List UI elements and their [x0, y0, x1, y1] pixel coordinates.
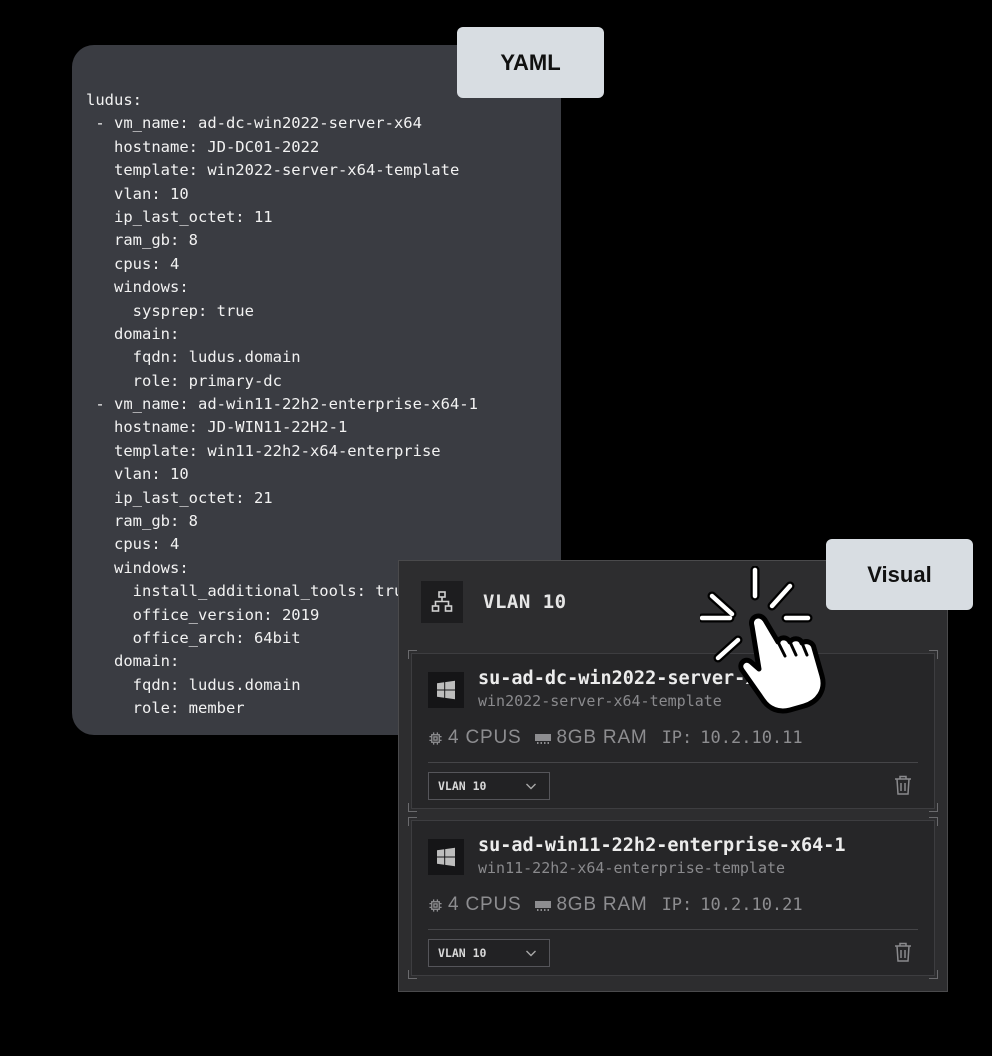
cpu-count: 4 CPUS	[448, 727, 522, 748]
vm-template: win2022-server-x64-template	[478, 692, 722, 710]
yaml-panel: ludus: - vm_name: ad-dc-win2022-server-x…	[72, 45, 561, 735]
yaml-line: vlan: 10	[86, 465, 189, 484]
yaml-line: sysprep: true	[86, 301, 254, 320]
yaml-line: role: member	[86, 699, 245, 718]
yaml-line: role: primary-dc	[86, 371, 282, 390]
ip-label: IP:	[661, 728, 693, 748]
vm-specs: 4 CPUS 8GB RAM IP: 10.2.10.21	[428, 893, 817, 917]
chevron-down-icon	[526, 783, 536, 790]
yaml-line: cpus: 4	[86, 535, 180, 554]
vm-card[interactable]: su-ad-win11-22h2-enterprise-x64-1 win11-…	[408, 817, 938, 979]
card-corner	[408, 650, 417, 659]
cpu-icon	[429, 898, 442, 912]
cpu-count: 4 CPUS	[448, 894, 522, 915]
yaml-line: ludus:	[86, 91, 142, 109]
yaml-code-block: ludus: - vm_name: ad-dc-win2022-server-x…	[86, 89, 478, 721]
yaml-line: fqdn: ludus.domain	[86, 675, 301, 694]
vlan-select[interactable]: VLAN 10	[428, 939, 550, 967]
vlan-select-value: VLAN 10	[438, 946, 487, 960]
yaml-line: template: win2022-server-x64-template	[86, 161, 460, 180]
ip-label: IP:	[661, 895, 693, 915]
yaml-line: domain:	[86, 652, 180, 671]
card-corner	[929, 817, 938, 826]
vm-card[interactable]: su-ad-dc-win2022-server-x64 win2022-serv…	[408, 650, 938, 812]
yaml-line: ip_last_octet: 21	[86, 488, 273, 507]
yaml-line: ram_gb: 8	[86, 512, 198, 531]
yaml-line: office_arch: 64bit	[86, 628, 301, 647]
ip-address: 10.2.10.21	[700, 895, 803, 915]
chevron-down-icon	[526, 950, 536, 957]
yaml-line: hostname: JD-DC01-2022	[86, 137, 320, 156]
network-icon	[421, 581, 463, 623]
windows-logo-icon	[428, 672, 464, 708]
yaml-line: windows:	[86, 278, 189, 297]
pointer-hand-icon	[700, 566, 826, 714]
ram-spec: 8GB RAM	[535, 727, 647, 749]
card-corner	[408, 970, 417, 979]
windows-logo-icon	[428, 839, 464, 875]
ram-icon	[535, 734, 552, 744]
yaml-line: cpus: 4	[86, 254, 180, 273]
ram-spec: 8GB RAM	[535, 894, 647, 916]
yaml-line: hostname: JD-WIN11-22H2-1	[86, 418, 348, 437]
yaml-line: template: win11-22h2-x64-enterprise	[86, 441, 441, 460]
vm-template: win11-22h2-x64-enterprise-template	[478, 859, 786, 877]
vm-name: su-ad-win11-22h2-enterprise-x64-1	[478, 835, 846, 856]
cpu-spec: 4 CPUS	[428, 894, 521, 916]
card-corner	[929, 970, 938, 979]
yaml-tag-label: YAML	[457, 27, 604, 98]
card-corner	[408, 803, 417, 812]
ram-amount: 8GB RAM	[556, 894, 648, 915]
vm-name: su-ad-dc-win2022-server-x64	[478, 668, 779, 689]
yaml-line: office_version: 2019	[86, 605, 320, 624]
yaml-line: fqdn: ludus.domain	[86, 348, 301, 367]
ip-spec: IP: 10.2.10.11	[662, 728, 803, 748]
cpu-spec: 4 CPUS	[428, 727, 521, 749]
yaml-line: ram_gb: 8	[86, 231, 198, 250]
trash-icon[interactable]	[894, 775, 912, 795]
visual-panel: VLAN 10 su-ad-dc-win2022-server-x64 win2…	[398, 560, 948, 992]
vlan-select-value: VLAN 10	[438, 779, 487, 793]
yaml-line: windows:	[86, 558, 189, 577]
card-corner	[408, 817, 417, 826]
card-corner	[929, 650, 938, 659]
card-corner	[929, 803, 938, 812]
cpu-icon	[429, 731, 442, 745]
trash-icon[interactable]	[894, 942, 912, 962]
yaml-line: - vm_name: ad-win11-22h2-enterprise-x64-…	[86, 395, 478, 414]
yaml-line: ip_last_octet: 11	[86, 207, 273, 226]
vlan-select[interactable]: VLAN 10	[428, 772, 550, 800]
card-divider	[428, 929, 918, 930]
vlan-header: VLAN 10	[421, 581, 567, 623]
card-divider	[428, 762, 918, 763]
yaml-line: - vm_name: ad-dc-win2022-server-x64	[86, 114, 422, 133]
ram-icon	[535, 901, 552, 911]
visual-tag-label: Visual	[826, 539, 973, 610]
vlan-title: VLAN 10	[483, 591, 567, 613]
ip-address: 10.2.10.11	[700, 728, 803, 748]
vm-specs: 4 CPUS 8GB RAM IP: 10.2.10.11	[428, 726, 817, 750]
ram-amount: 8GB RAM	[556, 727, 648, 748]
yaml-line: vlan: 10	[86, 184, 189, 203]
ip-spec: IP: 10.2.10.21	[662, 895, 803, 915]
yaml-line: domain:	[86, 324, 180, 343]
